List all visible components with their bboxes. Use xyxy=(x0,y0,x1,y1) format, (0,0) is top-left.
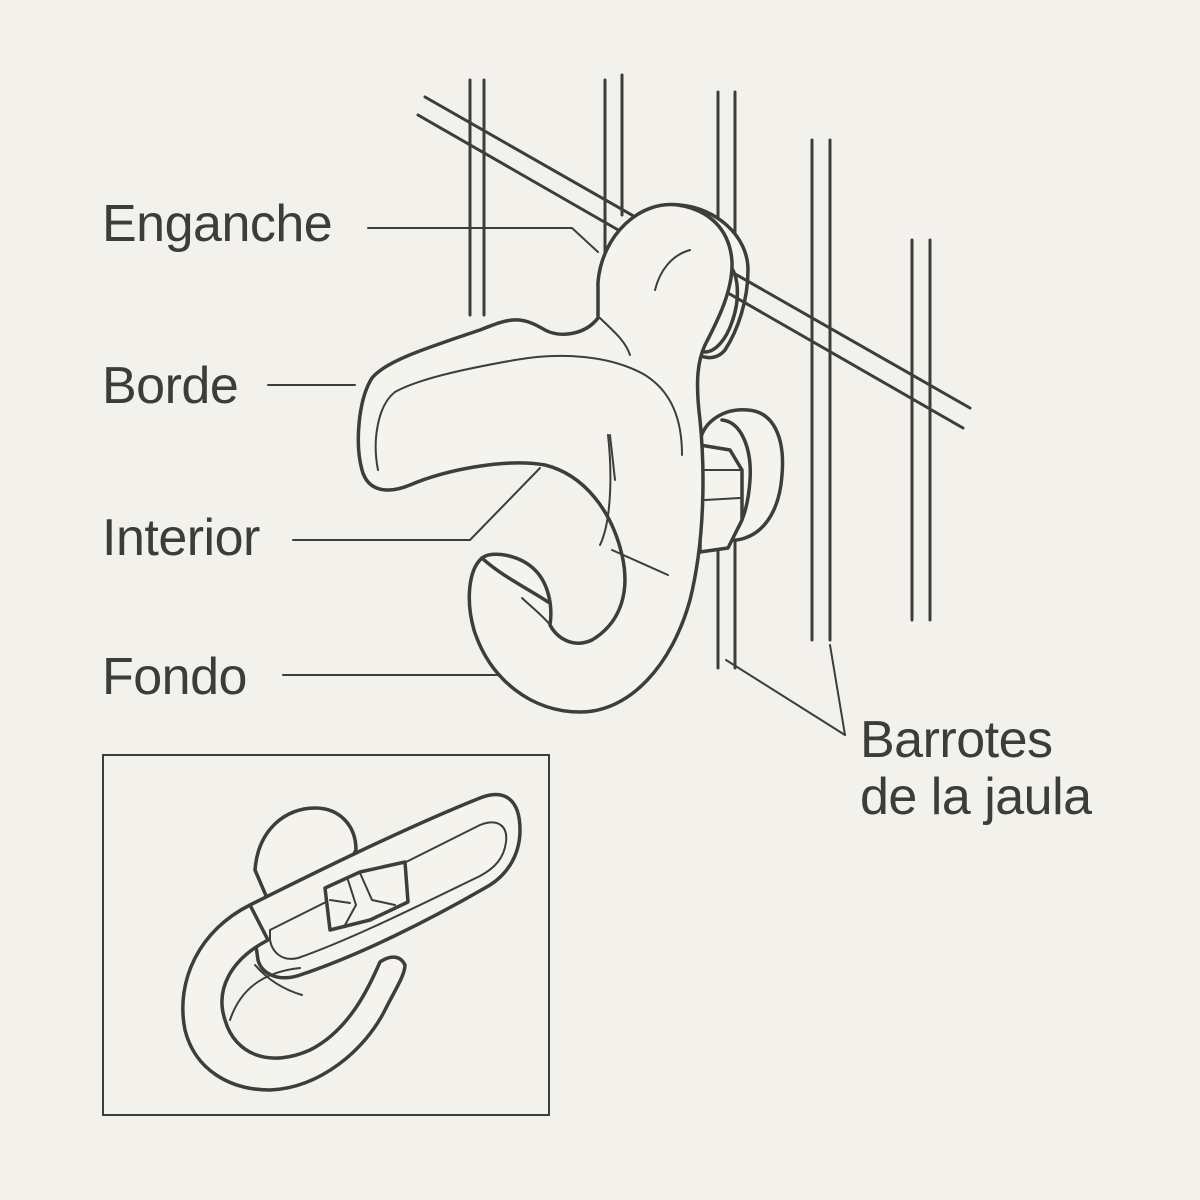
inset-hook xyxy=(181,792,522,1092)
label-enganche: Enganche xyxy=(102,195,333,253)
label-borde: Borde xyxy=(102,357,239,415)
label-barrotes-line1: Barrotes xyxy=(860,711,1053,769)
label-fondo: Fondo xyxy=(102,648,247,706)
cage-bars xyxy=(468,73,932,670)
inset-box xyxy=(102,754,550,1116)
screw-knob xyxy=(698,408,785,554)
label-barrotes-line2: de la jaula xyxy=(860,768,1092,827)
hook-body xyxy=(356,202,734,714)
label-interior: Interior xyxy=(102,509,260,567)
label-barrotes: Barrotes de la jaula xyxy=(860,711,1092,827)
leader-lines xyxy=(267,227,846,736)
